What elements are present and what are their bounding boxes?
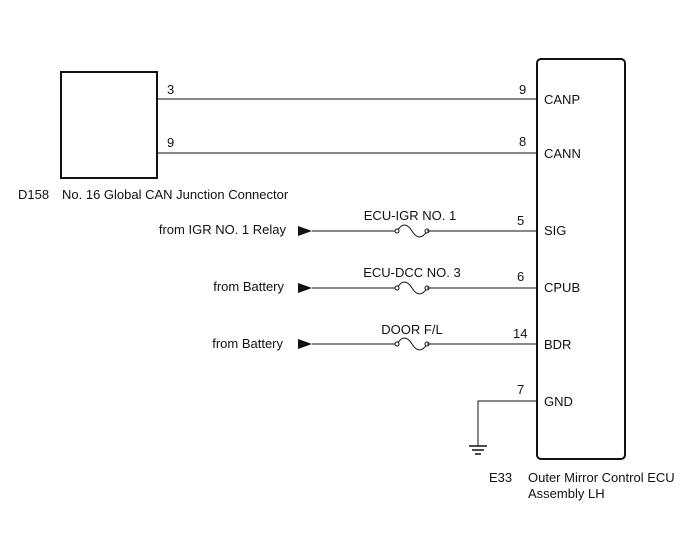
canp-source-pin: 3 (167, 82, 174, 97)
canp-terminal-label: CANP (544, 92, 580, 107)
cpub-fuse-label: ECU-DCC NO. 3 (363, 265, 461, 280)
arrow-right-icon (298, 283, 312, 293)
fuse-terminal-left (394, 285, 400, 291)
e33-name-line2: Assembly LH (528, 486, 605, 501)
canp-ecu-pin: 9 (519, 82, 526, 97)
bdr-ecu-pin: 14 (513, 326, 527, 341)
d158-name-label: No. 16 Global CAN Junction Connector (62, 187, 289, 202)
cann-ecu-pin: 8 (519, 134, 526, 149)
arrow-right-icon (298, 339, 312, 349)
bdr-source-label: from Battery (212, 336, 283, 351)
sig-source-label: from IGR NO. 1 Relay (159, 222, 287, 237)
arrow-right-icon (298, 226, 312, 236)
e33-code-label: E33 (489, 470, 512, 485)
cpub-ecu-pin: 6 (517, 269, 524, 284)
fuse-terminal-left (394, 228, 400, 234)
ground-symbol-icon (469, 445, 487, 455)
sig-terminal-label: SIG (544, 223, 566, 238)
sig-ecu-pin: 5 (517, 213, 524, 228)
fuse-terminal-left (394, 341, 400, 347)
d158-connector-box (60, 71, 158, 179)
gnd-terminal-label: GND (544, 394, 573, 409)
sig-fuse-label: ECU-IGR NO. 1 (364, 208, 456, 223)
gnd-ecu-pin: 7 (517, 382, 524, 397)
cann-source-pin: 9 (167, 135, 174, 150)
cann-terminal-label: CANN (544, 146, 581, 161)
d158-code-label: D158 (18, 187, 49, 202)
fuse-icon (396, 281, 428, 295)
bdr-terminal-label: BDR (544, 337, 571, 352)
fuse-icon (396, 337, 428, 351)
gnd-wire (477, 400, 537, 446)
fuse-icon (396, 224, 428, 238)
e33-ecu-box (536, 58, 626, 460)
cpub-source-label: from Battery (213, 279, 284, 294)
bdr-fuse-label: DOOR F/L (381, 322, 442, 337)
e33-name-line1: Outer Mirror Control ECU (528, 470, 675, 485)
cpub-terminal-label: CPUB (544, 280, 580, 295)
